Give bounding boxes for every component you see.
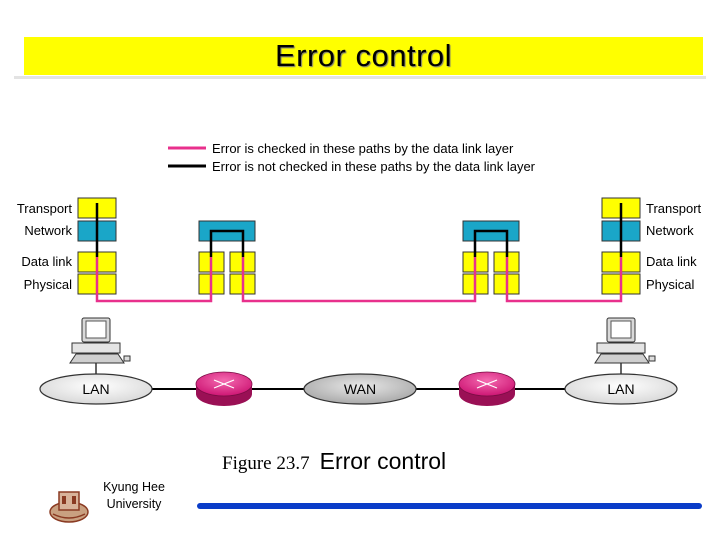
checked-path-segment-2 xyxy=(241,257,477,303)
university-name-line2: University xyxy=(106,497,162,511)
university-name: Kyung Hee University xyxy=(94,479,174,513)
router2-network-path xyxy=(473,229,509,257)
right-lan-label: LAN xyxy=(607,381,634,397)
left-physical-label: Physical xyxy=(24,277,73,292)
left-transport-label: Transport xyxy=(17,201,73,216)
left-lan-label: LAN xyxy=(82,381,109,397)
checked-paths xyxy=(95,257,623,303)
title-underline xyxy=(14,76,706,79)
checked-path-segment-1 xyxy=(95,257,213,303)
legend-checked-text: Error is checked in these paths by the d… xyxy=(212,141,514,156)
left-lan-cloud: LAN xyxy=(39,373,153,405)
right-datalink-label: Data link xyxy=(646,254,697,269)
figure-caption-text: Error control xyxy=(319,448,447,474)
figure-number: Figure 23.7 xyxy=(222,453,310,474)
right-lan-cloud: LAN xyxy=(564,373,678,405)
university-name-line1: Kyung Hee xyxy=(103,480,165,494)
legend-unchecked-text: Error is not checked in these paths by t… xyxy=(212,159,536,174)
wan-label: WAN xyxy=(344,381,376,397)
left-network-label: Network xyxy=(24,223,72,238)
right-computer-icon xyxy=(594,317,656,376)
left-datalink-label: Data link xyxy=(21,254,72,269)
legend: Error is checked in these paths by the d… xyxy=(168,141,536,174)
title-bar xyxy=(24,37,703,75)
footer-accent-line xyxy=(197,503,702,509)
wan-cloud: WAN xyxy=(303,373,417,405)
university-seal-icon xyxy=(49,491,89,523)
router2-icon xyxy=(458,371,516,406)
checked-path-segment-3 xyxy=(505,257,623,303)
page-title: Error control xyxy=(274,38,453,73)
router1-network-path xyxy=(209,229,245,257)
router1-icon xyxy=(195,371,253,406)
unchecked-paths xyxy=(95,203,623,257)
left-computer-icon xyxy=(69,317,131,376)
right-physical-label: Physical xyxy=(646,277,695,292)
figure-caption: Figure 23.7 Error control xyxy=(222,448,446,475)
right-network-label: Network xyxy=(646,223,694,238)
left-host-stack: Transport Network Data link Physical xyxy=(17,197,117,295)
right-transport-label: Transport xyxy=(646,201,702,216)
right-host-stack: Transport Network Data link Physical xyxy=(601,197,702,295)
